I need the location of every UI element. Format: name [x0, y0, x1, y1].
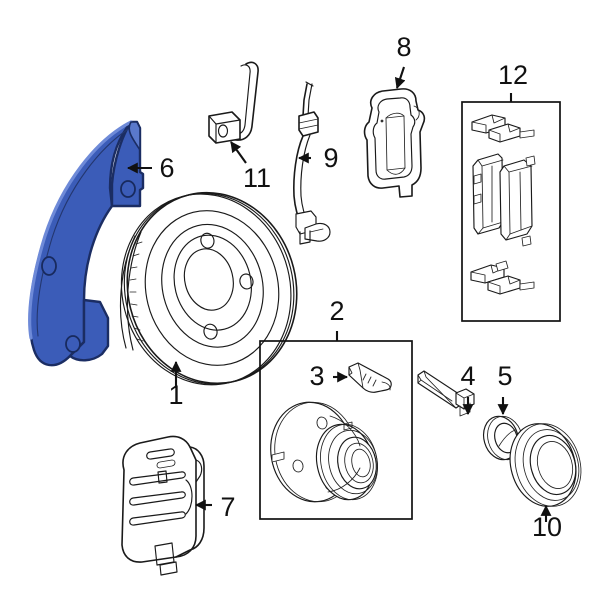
splash-shield-lower-tab [68, 298, 110, 362]
part-4-guide-bolt[interactable] [417, 370, 475, 417]
shield-mount-hole-upper [120, 180, 136, 198]
abs-connector-collar [298, 111, 319, 137]
hose-bracket-hole [217, 124, 229, 138]
large-seal-bore [529, 434, 577, 496]
part-1-brake-rotor[interactable] [101, 175, 316, 403]
anchor-bracket-outline [363, 88, 426, 198]
part-12-brake-pad-kit[interactable] [461, 93, 561, 322]
callout-label-6: 6 [159, 153, 174, 183]
pad-hardware-clip-lower [470, 260, 535, 295]
hose-bracket-block [208, 111, 241, 144]
part-10-large-seal-ring[interactable] [501, 416, 591, 522]
splash-shield-top-lip [128, 121, 141, 153]
caliper-outer-wall [175, 446, 205, 558]
part-8-caliper-anchor-bracket[interactable] [363, 88, 426, 198]
caliper-fin-slot-2 [129, 491, 186, 506]
rotor-outer-face [126, 191, 298, 385]
guide-bolt-shank [417, 370, 463, 409]
hub-bearing-assembly [270, 401, 378, 503]
brake-pad-outer [499, 155, 536, 247]
callout-label-4: 4 [460, 361, 475, 391]
abs-sensor-tip [304, 222, 331, 242]
rotor-center-bore [183, 248, 234, 311]
part-9-abs-sensor[interactable] [293, 81, 331, 245]
callout-label-5: 5 [497, 361, 512, 391]
callout-label-7: 7 [220, 492, 235, 522]
brake-pad-inner [472, 153, 504, 235]
splash-shield-rim-highlight [28, 120, 133, 340]
abs-lead-upper [302, 83, 308, 117]
rotor-hat-step-2 [173, 234, 252, 331]
rotor-lug-hole-2 [239, 273, 254, 290]
callout-label-10: 10 [532, 512, 562, 542]
part-3-wheel-stud[interactable] [333, 362, 392, 393]
guide-bolt-head [455, 388, 475, 410]
rotor-hat-step-1 [161, 223, 264, 348]
callout-label-3: 3 [309, 361, 324, 391]
part-11-brake-hose-bracket[interactable] [208, 61, 259, 144]
callout-label-9: 9 [323, 143, 338, 173]
abs-sensor-foot [299, 230, 311, 245]
pad-hardware-clip-upper [471, 114, 535, 143]
rotor-friction-ring-inner [144, 210, 280, 366]
callout-label-1: 1 [168, 380, 183, 410]
caliper-fin-slot-3 [129, 511, 186, 526]
part-7-brake-caliper[interactable] [121, 435, 205, 576]
rotor-lug-hole-3 [203, 323, 218, 340]
shield-mount-hole-middle [41, 256, 57, 276]
callout-8-leader [394, 66, 406, 90]
rotor-vent-fins [119, 231, 144, 351]
hose-tube-outer [221, 61, 259, 141]
callout-11-leader [230, 141, 247, 164]
shield-mount-hole-lower [65, 335, 81, 353]
caliper-upper-ear [157, 470, 168, 484]
caliper-bleeder [146, 448, 175, 460]
caliper-body [121, 435, 197, 563]
callout-label-12: 12 [498, 60, 528, 90]
callout-label-8: 8 [396, 32, 411, 62]
caliper-fin-slot-1 [129, 471, 186, 486]
part-2-hub-assembly-kit[interactable] [259, 331, 413, 520]
part-6-splash-shield[interactable] [28, 120, 145, 367]
anchor-bracket-inner-1 [372, 97, 416, 180]
callout-label-2: 2 [329, 296, 344, 326]
rotor-outer-edge-3 [120, 193, 292, 386]
rotor-lug-hole-1 [200, 232, 215, 249]
splash-shield-inner-edge-line [36, 125, 134, 337]
callout-label-11: 11 [243, 163, 271, 193]
